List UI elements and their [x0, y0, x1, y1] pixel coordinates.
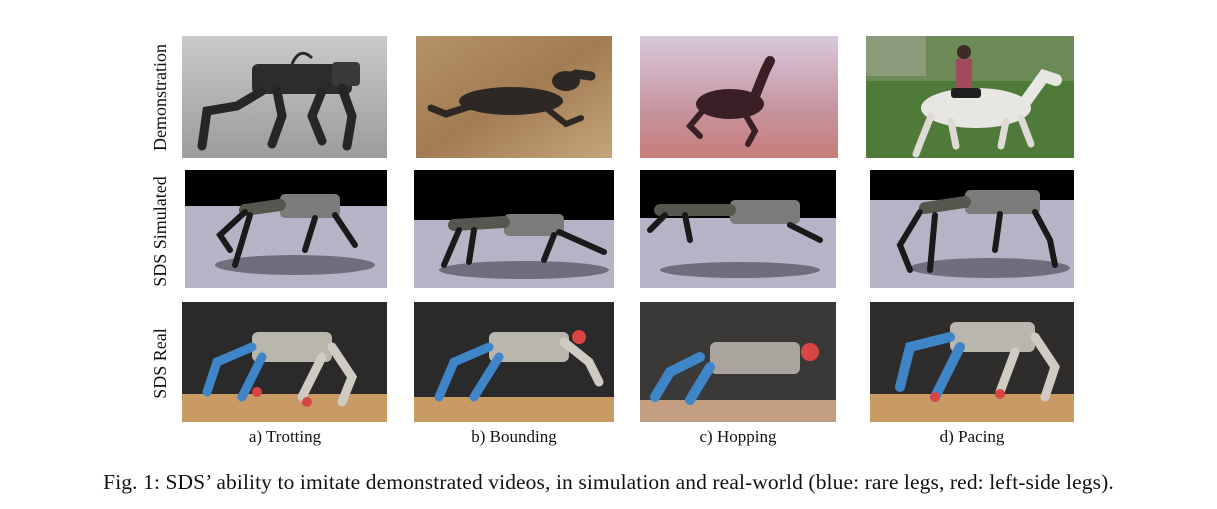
real-bounding-image	[414, 302, 614, 422]
column-caption-trotting: a) Trotting	[248, 427, 322, 446]
real-pacing-image	[870, 302, 1074, 422]
demo-hopping-image	[640, 36, 838, 158]
row-label-sds-real: SDS Real	[149, 327, 170, 399]
row-label-demonstration: Demonstration	[149, 43, 170, 151]
figure-caption: Fig. 1: SDS’ ability to imitate demonstr…	[103, 470, 1114, 494]
real-trotting-image	[182, 302, 387, 422]
sim-hopping-image	[640, 170, 836, 288]
sim-trotting-image	[185, 170, 387, 288]
sim-pacing-image	[870, 170, 1074, 288]
row-label-sds-simulated: SDS Simulated	[149, 175, 170, 287]
demo-pacing-image	[866, 36, 1074, 158]
column-caption-pacing: d) Pacing	[939, 427, 1005, 446]
real-hopping-image	[640, 302, 836, 422]
demo-trotting-image	[182, 36, 387, 158]
column-caption-hopping: c) Hopping	[699, 427, 777, 446]
demo-bounding-image	[416, 36, 612, 158]
column-caption-bounding: b) Bounding	[471, 427, 557, 446]
sim-bounding-image	[414, 170, 614, 288]
